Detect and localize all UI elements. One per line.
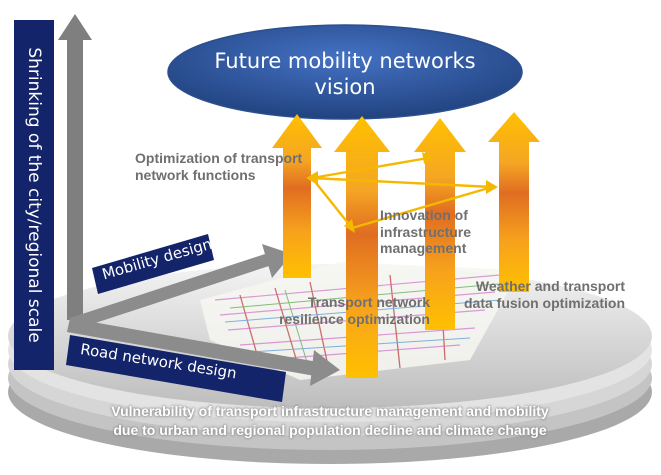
up-arrow-3: [414, 118, 466, 330]
vertical-axis-label: Shrinking of the city/regional scale: [24, 47, 44, 343]
vision-ellipse: [167, 24, 523, 120]
vertical-axis-box: [14, 20, 54, 370]
vision-title: Future mobility networks vision: [214, 48, 476, 99]
mobility-design-box: [92, 234, 214, 294]
label-optimization: Optimization of transport network functi…: [135, 150, 303, 183]
label-weather: Weather and transport data fusion optimi…: [464, 278, 625, 311]
footer-line-2: due to urban and regional population dec…: [113, 421, 547, 438]
label-innovation: Innovation of infrastructure management: [380, 207, 472, 257]
up-arrow-1: [272, 114, 322, 278]
footer-line-1: Vulnerability of transport infrastructur…: [111, 403, 549, 419]
up-arrow-4: [488, 112, 540, 292]
road-network-design-box: [66, 335, 286, 402]
vertical-axis-arrow: [58, 14, 92, 320]
connector-network: [306, 152, 498, 233]
label-resilience: Transport network resilience optimizatio…: [279, 294, 430, 327]
horizontal-axis-arrow: [67, 318, 340, 386]
footer-text: Vulnerability of transport infrastructur…: [40, 402, 620, 440]
